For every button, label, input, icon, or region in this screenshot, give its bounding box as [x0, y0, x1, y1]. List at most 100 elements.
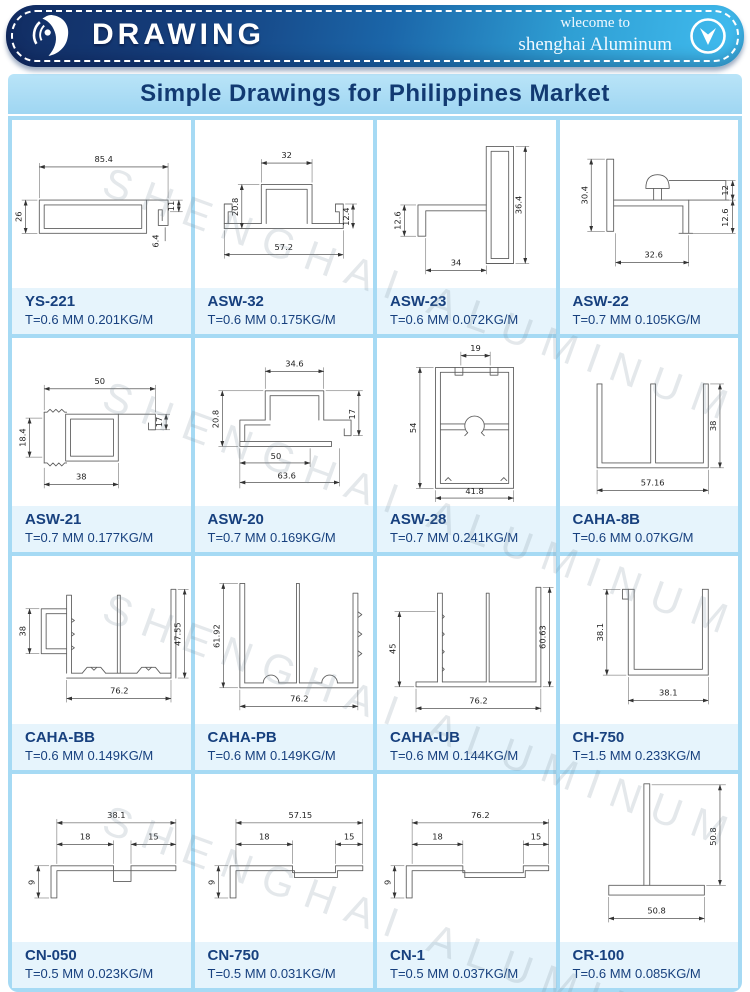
profile-card-caha-pb: 61.92 76.2 CAHA-PB T=0.6 MM 0.149KG/M: [194, 556, 374, 770]
welcome-line-2: shenghai Aluminum: [518, 33, 672, 55]
dim-label: 32.6: [644, 250, 662, 260]
dim-label: 45: [388, 644, 398, 655]
profile-name: ASW-21: [25, 511, 82, 528]
profile-label: YS-221 T=0.6 MM 0.201KG/M: [12, 288, 191, 334]
profile-label: ASW-32 T=0.6 MM 0.175KG/M: [194, 288, 373, 334]
dim-label: 15: [148, 831, 159, 841]
dim-label: 26: [14, 211, 24, 222]
profile-label: CAHA-BB T=0.6 MM 0.149KG/M: [12, 724, 191, 770]
dim-label: 61.92: [211, 624, 221, 648]
dim-label: 9: [26, 880, 36, 885]
profile-spec: T=0.7 MM 0.241KG/M: [390, 530, 519, 545]
profile-drawing-asw-32: 32 20.8 12.4 57.2: [223, 150, 357, 259]
profile-label: CAHA-PB T=0.6 MM 0.149KG/M: [194, 724, 373, 770]
dim-label: 6.4: [150, 234, 160, 247]
brand-swirl-logo-icon: [26, 10, 78, 62]
profile-label: CN-750 T=0.5 MM 0.031KG/M: [194, 942, 373, 988]
chevron-down-icon[interactable]: [688, 16, 728, 56]
dim-label: 85.4: [94, 154, 112, 164]
profile-card-asw-23: 12.6 34 36.4 ASW-23 T=0.6 MM 0.072KG/M: [377, 120, 556, 334]
profile-drawing: 32 20.8 12.4 57.2: [195, 120, 374, 288]
profile-name: CH-750: [572, 729, 625, 746]
profile-drawing: 38 57.16: [560, 338, 739, 506]
profile-label: ASW-22 T=0.7 MM 0.105KG/M: [559, 288, 738, 334]
profile-card-cn-750: 57.15 18 15 9 CN-750 T=0.5 MM 0.031KG/M: [194, 774, 374, 988]
page-title: Simple Drawings for Philippines Market: [140, 80, 610, 107]
dim-label: 36.4: [513, 196, 523, 214]
dim-label: 30.4: [579, 186, 589, 204]
profile-drawing: 57.15 18 15 9: [195, 774, 374, 942]
dim-label: 20.8: [229, 198, 239, 216]
profile-name: CAHA-8B: [572, 511, 641, 528]
profile-card-ch-750: 38.1 38.1 CH-750 T=1.5 MM 0.233KG/M: [559, 556, 739, 770]
profile-label: ASW-28 T=0.7 MM 0.241KG/M: [377, 506, 556, 552]
dim-label: 60.63: [538, 625, 548, 649]
profile-label: CN-050 T=0.5 MM 0.023KG/M: [12, 942, 191, 988]
profile-drawing: 61.92 76.2: [195, 556, 374, 724]
profile-card-caha-ub: 45 60.63 76.2 CAHA-UB T=0.6 MM 0.144KG/M: [377, 556, 556, 770]
header-banner: DRAWING wlecome to shenghai Aluminum: [6, 5, 744, 67]
profile-drawing: 12.6 34 36.4: [377, 120, 556, 288]
profile-card-asw-28: 19 54 41.8 ASW-28 T=0.7 MM 0.241KG/M: [377, 338, 556, 552]
profile-label: ASW-21 T=0.7 MM 0.177KG/M: [12, 506, 191, 552]
profile-name: YS-221: [25, 293, 76, 310]
profile-name: ASW-23: [390, 293, 447, 310]
dim-label: 18.4: [18, 428, 28, 446]
profile-spec: T=0.7 MM 0.169KG/M: [207, 530, 336, 545]
profile-spec: T=0.7 MM 0.105KG/M: [572, 312, 701, 327]
profile-label: CH-750 T=1.5 MM 0.233KG/M: [559, 724, 738, 770]
profile-drawing: 34.6 20.8 17 50 63.6: [195, 338, 374, 506]
profile-name: ASW-32: [207, 293, 264, 310]
dim-label: 50.8: [647, 906, 665, 916]
profile-drawing: 38.1 38.1: [560, 556, 739, 724]
profile-name: CN-750: [207, 947, 260, 964]
dim-label: 57.2: [274, 242, 292, 252]
profile-drawing-asw-22: 30.4 12 12.6 32.6: [579, 158, 736, 267]
profile-spec: T=1.5 MM 0.233KG/M: [572, 748, 701, 763]
dim-label: 38.1: [594, 623, 604, 641]
profile-spec: T=0.6 MM 0.149KG/M: [25, 748, 154, 763]
profile-label: CR-100 T=0.6 MM 0.085KG/M: [559, 942, 738, 988]
profile-drawing: 50.8 50.8: [560, 774, 739, 942]
profile-label: CAHA-UB T=0.6 MM 0.144KG/M: [377, 724, 556, 770]
profile-spec: T=0.6 MM 0.072KG/M: [390, 312, 519, 327]
profile-name: CR-100: [572, 947, 625, 964]
profile-name: ASW-20: [207, 511, 264, 528]
profile-drawing: 76.2 18 15 9: [377, 774, 556, 942]
profile-card-asw-32: 32 20.8 12.4 57.2 ASW-32 T=0.6 MM 0.175K…: [194, 120, 374, 334]
profile-drawing: 19 54 41.8: [377, 338, 556, 506]
dim-label: 57.16: [640, 477, 664, 487]
dim-label: 17: [154, 417, 164, 428]
dim-label: 76.2: [471, 810, 489, 820]
dim-label: 15: [343, 831, 354, 841]
profile-spec: T=0.7 MM 0.177KG/M: [25, 530, 154, 545]
profile-drawing-caha-8b: 38 57.16: [596, 383, 724, 495]
profile-spec: T=0.6 MM 0.144KG/M: [390, 748, 519, 763]
profile-drawing-ys-221: 85.4 26 11 6.4: [14, 154, 183, 248]
profile-card-cn-050: 38.1 18 15 9 CN-050 T=0.5 MM 0.023KG/M: [12, 774, 191, 988]
profile-label: CN-1 T=0.5 MM 0.037KG/M: [377, 942, 556, 988]
dim-label: 57.15: [288, 810, 312, 820]
dim-label: 20.8: [210, 410, 220, 428]
dim-label: 9: [206, 880, 216, 885]
profile-drawing-asw-28: 19 54 41.8: [408, 343, 514, 502]
profile-name: CAHA-PB: [207, 729, 277, 746]
dim-label: 12: [719, 185, 729, 196]
dim-label: 18: [80, 831, 91, 841]
dim-label: 18: [258, 831, 269, 841]
dim-label: 11: [166, 201, 176, 212]
profile-drawing: 85.4 26 11 6.4: [12, 120, 191, 288]
profile-spec: T=0.5 MM 0.031KG/M: [207, 966, 336, 981]
profile-drawing-cn-1: 76.2 18 15 9: [383, 810, 550, 899]
brand-title: DRAWING: [92, 18, 265, 51]
dim-label: 38: [76, 472, 87, 482]
dim-label: 76.2: [110, 686, 128, 696]
profile-drawing: 38 47.55 76.2: [12, 556, 191, 724]
profile-drawing: 50 18.4 17 38: [12, 338, 191, 506]
profile-name: CAHA-BB: [25, 729, 95, 746]
dim-label: 76.2: [290, 693, 308, 703]
dim-label: 50: [95, 376, 106, 386]
profile-spec: T=0.5 MM 0.023KG/M: [25, 966, 154, 981]
profile-name: CN-1: [390, 947, 426, 964]
